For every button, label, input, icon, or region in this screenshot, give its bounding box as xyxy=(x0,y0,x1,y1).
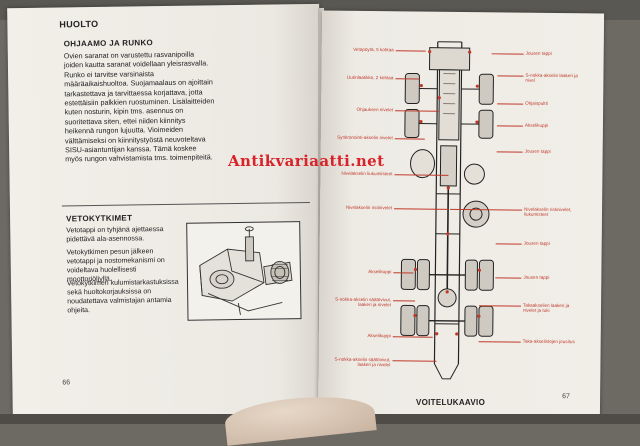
left-page: HUOLTO OHJAAMO JA RUNKO Ovien saranat on… xyxy=(7,3,325,419)
watermark-text: Antikvariaatti.net xyxy=(228,152,385,170)
chassis-lubrication-diagram xyxy=(400,41,494,380)
hitch-illustration xyxy=(186,221,302,321)
callout-left-5: Nivelakselin liukumiisteet xyxy=(341,170,393,177)
divider xyxy=(61,201,310,207)
callout-right-1: Jousen tappi xyxy=(525,50,552,56)
page-number-left: 66 xyxy=(62,379,71,387)
callout-right-9: Takaakselien laakeri ja nivelet ja tuki xyxy=(522,302,570,314)
tow-hitch-drawing xyxy=(199,226,293,316)
section-title: HUOLTO xyxy=(59,18,99,30)
callout-right-7: Jousen tappi xyxy=(523,240,550,246)
callout-left-3: Ohjauksen nivelet xyxy=(356,106,394,113)
paragraph-vetotappi: Vetotappi on tyhjänä ajettaessa pidettäv… xyxy=(66,226,164,244)
leader-line xyxy=(497,103,524,105)
heading-vetokytkimet: VETOKYTKIMET xyxy=(66,213,133,224)
paragraph-ohjaamo: Ovien saranat on varustettu rasvanipoill… xyxy=(63,49,215,164)
callout-right-2: S-nokka-akselin laakeri ja nivel xyxy=(525,72,578,84)
callout-left-6: Nivelakselin ristinivelet xyxy=(345,204,393,211)
callout-right-8: Jousen tappi xyxy=(523,274,550,280)
callout-left-10: S-nokka-akselin säätövivut, laakeri ja n… xyxy=(334,356,391,368)
callout-left-1: Vetopöytä, 5 kohtaa xyxy=(353,46,394,53)
page-number-right: 67 xyxy=(562,393,570,401)
callout-left-8: S-nokka-akselin säätövivut, laakeri ja n… xyxy=(335,296,392,308)
callout-right-5: Jousen tappi xyxy=(524,148,551,154)
callout-right-6: Nivelakselin ristinivelet, liukumisteet xyxy=(523,206,572,218)
callout-left-7: Akselikuppi xyxy=(368,269,392,275)
leader-line xyxy=(393,300,416,302)
leader-line xyxy=(497,75,524,77)
callout-left-2: Uutinlaatikko, 2 kohtaa xyxy=(346,74,394,81)
callout-left-9: Akselikuppi xyxy=(367,333,391,339)
callout-right-3: Ohjaispultti xyxy=(525,100,548,106)
callout-left-4: Synkronointi-akselin nivelet xyxy=(337,134,393,141)
diagram-caption: VOITELUKAAVIO xyxy=(416,398,486,407)
leader-line xyxy=(495,277,522,279)
leader-line xyxy=(495,243,522,245)
leader-line xyxy=(496,151,523,153)
callout-right-10: Taka-akselistojen jousitus xyxy=(522,338,575,345)
leader-line xyxy=(496,125,523,127)
paragraph-kulumistarkastus: Vetokytkimen kulumistarkastuksissa sekä … xyxy=(66,278,179,315)
leader-line xyxy=(393,272,414,274)
heading-ohjaamo: OHJAAMO JA RUNKO xyxy=(63,38,154,49)
right-page: Vetopöytä, 5 kohtaa Uutinlaatikko, 2 koh… xyxy=(317,10,605,418)
callout-right-4: Akselikuppi xyxy=(524,122,549,128)
